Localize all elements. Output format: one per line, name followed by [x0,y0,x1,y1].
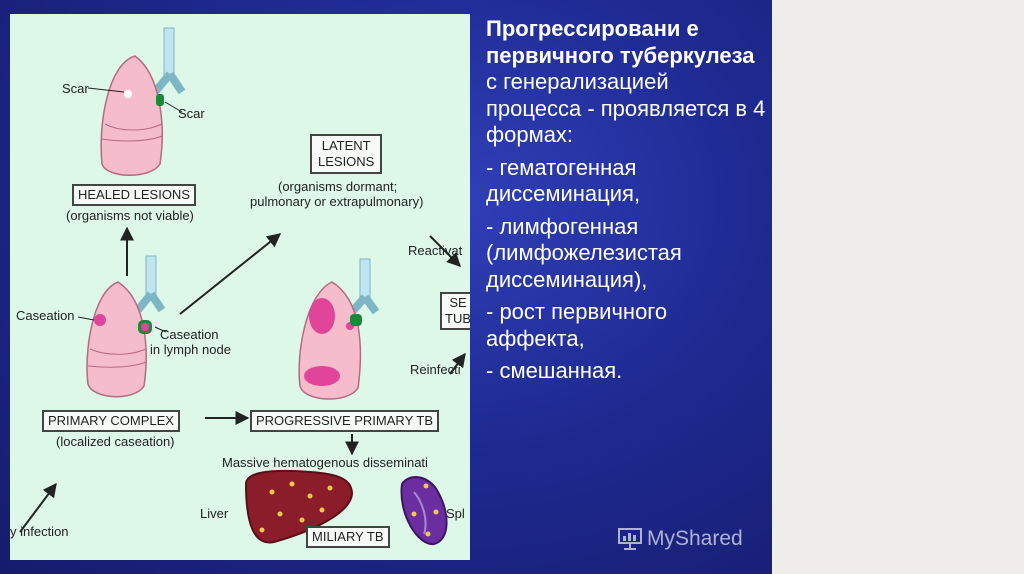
label-liver: Liver [200,506,228,521]
box-primary-complex: PRIMARY COMPLEX [42,410,180,432]
progressive-lung [299,259,376,399]
label-reinfection: Reinfecti [410,362,461,377]
bullet-item: - гематогенная диссеминация, [486,155,768,208]
presentation-icon [617,527,643,551]
secondary-line-2: TUB [445,311,470,327]
latent-line-2: LESIONS [318,154,374,170]
label-scar-left: Scar [62,81,89,96]
page-margin [772,0,1024,574]
label-caseation: Caseation [16,308,75,323]
box-healed-lesions: HEALED LESIONS [72,184,196,206]
primary-complex-lung [87,256,162,397]
bullet-item: - рост первичного аффекта, [486,299,768,352]
label-organisms-dormant-1: (organisms dormant; [278,179,397,194]
box-progressive-primary-tb: PROGRESSIVE PRIMARY TB [250,410,439,432]
label-localized-caseation: (localized caseation) [56,434,175,449]
heading-rest: с генерализацией процесса - проявляется … [486,69,765,147]
heading-bold: Прогрессировани е первичного туберкулеза [486,16,755,68]
slide-heading: Прогрессировани е первичного туберкулеза… [486,16,768,149]
bullet-item: - лимфогенная (лимфожелезистая диссемина… [486,214,768,294]
box-secondary-tb: SE TUB [440,292,470,330]
label-caseation-lymph-1: Caseation [160,327,219,342]
label-scar-right: Scar [178,106,205,121]
label-reactivation: Reactivat [408,243,462,258]
secondary-line-1: SE [445,295,470,311]
label-spleen: Spl [446,506,465,521]
box-miliary-tb: MILIARY TB [306,526,390,548]
slide-text: Прогрессировани е первичного туберкулеза… [486,16,768,385]
label-organisms-dormant-2: pulmonary or extrapulmonary) [250,194,423,209]
watermark: MyShared [617,527,743,551]
bullet-item: - смешанная. [486,358,768,385]
tuberculosis-diagram: Scar Scar HEALED LESIONS (organisms not … [10,14,470,560]
latent-line-1: LATENT [318,138,374,154]
label-caseation-lymph-2: in lymph node [150,342,231,357]
label-infection: y infection [10,524,69,539]
healed-lung [101,28,182,175]
spleen-illustration [401,477,446,544]
box-latent-lesions: LATENT LESIONS [310,134,382,174]
slide: Scar Scar HEALED LESIONS (organisms not … [0,0,772,574]
label-organisms-not-viable: (organisms not viable) [66,208,194,223]
watermark-text: MyShared [647,527,743,551]
label-massive-dissemination: Massive hematogenous disseminati [222,455,428,470]
